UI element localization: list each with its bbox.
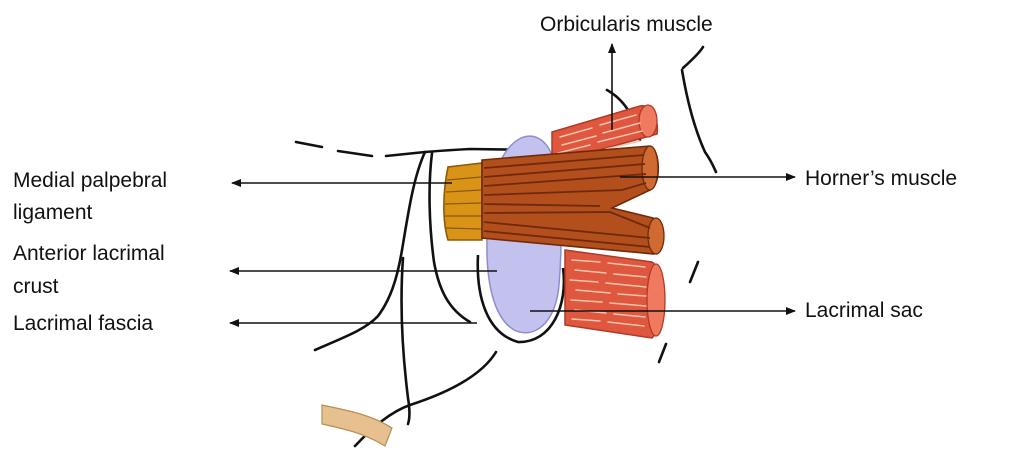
frontal-process	[428, 151, 472, 324]
label-anterior-crest-2: crust	[13, 275, 59, 298]
upper-orbital-line	[294, 140, 542, 158]
skin-strip	[321, 404, 393, 447]
medial-palpebral-ligament	[443, 162, 483, 241]
label-anterior-crest-1: Anterior lacrimal	[13, 242, 165, 265]
horners-muscle	[481, 145, 663, 255]
label-lacrimal-fascia: Lacrimal fascia	[13, 312, 154, 335]
bone-outlines	[294, 45, 718, 448]
rim-dash-1	[688, 260, 700, 284]
lacrimal-sac-wall	[476, 254, 566, 344]
orbicularis-upper-end	[638, 104, 658, 138]
rim-dash-2	[657, 342, 668, 364]
label-horners-muscle: Horner’s muscle	[805, 167, 958, 190]
pointer-lines	[229, 43, 796, 327]
label-orbicularis-muscle: Orbicularis muscle	[540, 13, 713, 36]
label-lacrimal-sac: Lacrimal sac	[805, 299, 923, 322]
label-medial-palpebral-2: ligament	[13, 201, 93, 224]
horners-muscle-lower-end	[647, 217, 665, 255]
orbicularis-lower-end	[646, 263, 666, 337]
horners-muscle-upper-end	[641, 145, 659, 191]
horners-muscle-fibres	[483, 154, 651, 248]
ligament-bands	[444, 176, 482, 230]
nasal-curve	[313, 150, 427, 352]
label-medial-palpebral-1: Medial palpebral	[13, 169, 168, 192]
nasal-bone-edge	[400, 256, 411, 426]
